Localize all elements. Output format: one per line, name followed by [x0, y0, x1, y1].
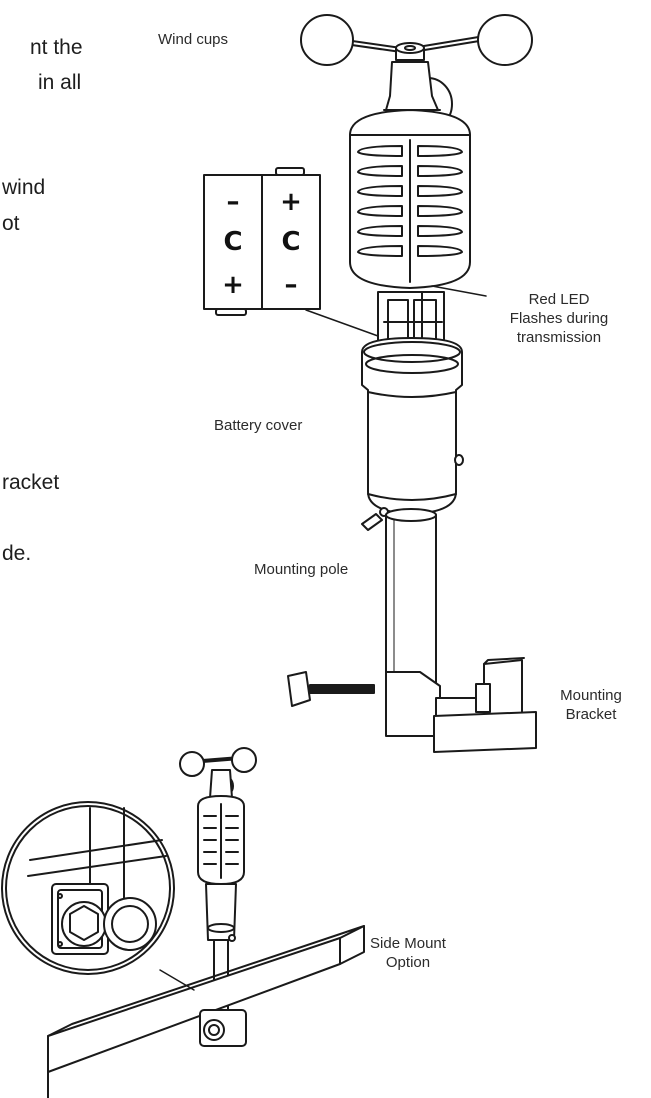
battery-left-top: – — [227, 187, 240, 217]
mounting-bracket-label: Mounting Bracket — [560, 687, 622, 723]
wooden-beam — [47, 925, 365, 1098]
wind-cups-label: Wind cups — [158, 31, 229, 48]
battery-right-bottom: – — [285, 270, 298, 300]
body-text-fragment: ot — [2, 212, 20, 235]
battery-right-top: + — [280, 187, 302, 217]
detail-callout — [1, 801, 175, 975]
leader-lines — [305, 285, 487, 337]
mounting-bracket — [287, 657, 537, 753]
battery-left-mid: C — [223, 227, 242, 257]
body-text-fragment: de. — [2, 542, 32, 565]
body-text-fragment: wind — [2, 176, 46, 199]
red-led-label: Red LED Flashes during transmission — [509, 291, 609, 346]
side-mount-bracket — [159, 969, 247, 1047]
battery-cover-label: Battery cover — [214, 417, 303, 434]
sensor-top-cap — [383, 61, 441, 111]
batteries: – C + + C – — [203, 167, 321, 316]
radiation-shield — [349, 109, 471, 289]
battery-left-bottom: + — [222, 270, 244, 300]
body-text-fragment: in all — [38, 71, 82, 94]
body-text-fragment: racket — [2, 471, 60, 494]
battery-right-mid: C — [281, 227, 300, 257]
side-mount-label: Side Mount Option — [370, 935, 446, 971]
body-text-fragment: nt the — [30, 36, 83, 59]
mounting-pole-label: Mounting pole — [254, 561, 349, 578]
battery-cover — [361, 337, 464, 531]
